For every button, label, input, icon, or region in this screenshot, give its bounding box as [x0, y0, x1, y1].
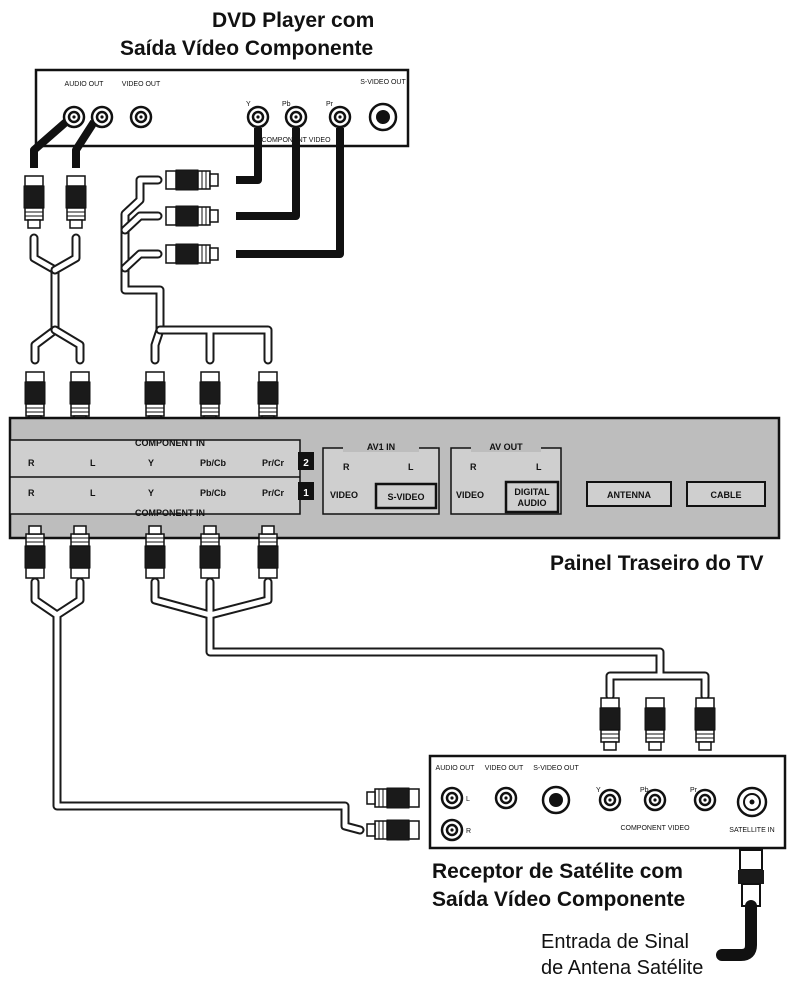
antenna-connector: [716, 849, 764, 961]
tv-input-2-badge: 2: [303, 458, 309, 469]
antenna-signal-line2: de Antena Satélite: [541, 957, 704, 979]
dvd-title-line2: Saída Vídeo Componente: [120, 37, 374, 60]
sat-video-out-label: VIDEO OUT: [485, 765, 524, 772]
tv-top-plugs: [24, 371, 279, 425]
tv-l2-label: L: [90, 458, 96, 468]
tv-r2-label: R: [28, 458, 35, 468]
sat-y-label: Y: [596, 787, 601, 794]
sat-video-out-jack: [494, 786, 518, 810]
sat-satellite-in-label: SATELLITE IN: [729, 827, 774, 834]
tv-svideo-label: S-VIDEO: [387, 492, 424, 502]
satellite-receiver: AUDIO OUT VIDEO OUT S-VIDEO OUT L R Y Pb…: [428, 754, 787, 850]
dvd-component-cables: [120, 128, 344, 365]
tv-prcr1-label: Pr/Cr: [262, 488, 285, 498]
satellite-cables: [30, 577, 716, 841]
tv-component-in-bottom-label: COMPONENT IN: [135, 508, 205, 518]
tv-input-1-badge: 1: [303, 488, 309, 499]
satellite-title-line2: Saída Vídeo Componente: [432, 888, 686, 911]
dvd-pb-label: Pb: [282, 101, 291, 108]
sat-y-jack: [598, 788, 622, 812]
dvd-pb-jack: [284, 105, 308, 129]
tv-r1-label: R: [28, 488, 35, 498]
tv-av-out-label: AV OUT: [489, 442, 523, 452]
tv-y2-label: Y: [148, 458, 154, 468]
tv-panel-caption: Painel Traseiro do TV: [550, 552, 764, 575]
dvd-pr-jack: [328, 105, 352, 129]
dvd-y-jack: [246, 105, 270, 129]
sat-pr-label: Pr: [690, 787, 698, 794]
tv-component-in-top-label: COMPONENT IN: [135, 438, 205, 448]
satellite-title-line1: Receptor de Satélite com: [432, 860, 683, 883]
dvd-svideo-out-label: S-VIDEO OUT: [360, 79, 406, 86]
sat-component-video-label: COMPONENT VIDEO: [620, 825, 690, 832]
sat-svideo-out-label: S-VIDEO OUT: [533, 765, 579, 772]
dvd-title-line1: DVD Player com: [212, 9, 375, 32]
sat-audio-l-jack: [440, 786, 464, 810]
sat-r-label: R: [466, 828, 471, 835]
sat-audio-r-jack: [440, 818, 464, 842]
antenna-signal-line1: Entrada de Sinal: [541, 931, 689, 953]
tv-av1-l-label: L: [408, 462, 414, 472]
sat-audio-out-label: AUDIO OUT: [436, 765, 476, 772]
sat-pb-label: Pb: [640, 787, 649, 794]
tv-avout-l-label: L: [536, 462, 542, 472]
tv-cable-label: CABLE: [711, 490, 742, 500]
dvd-audio-out-label: AUDIO OUT: [65, 81, 105, 88]
tv-y1-label: Y: [148, 488, 154, 498]
dvd-player: AUDIO OUT VIDEO OUT S-VIDEO OUT Y Pb Pr …: [34, 68, 410, 148]
tv-rear-panel: COMPONENT IN COMPONENT IN R L Y Pb/Cb Pr…: [8, 416, 781, 540]
dvd-pr-label: Pr: [326, 101, 334, 108]
tv-pbcb2-label: Pb/Cb: [200, 458, 227, 468]
tv-prcr2-label: Pr/Cr: [262, 458, 285, 468]
tv-av1-in-label: AV1 IN: [367, 442, 395, 452]
tv-l1-label: L: [90, 488, 96, 498]
dvd-y-label: Y: [246, 101, 251, 108]
tv-digital-audio-label-1: DIGITAL: [514, 487, 550, 497]
tv-pbcb1-label: Pb/Cb: [200, 488, 227, 498]
sat-pr-jack: [693, 788, 717, 812]
sat-l-label: L: [466, 796, 470, 803]
tv-digital-audio-label-2: AUDIO: [518, 498, 547, 508]
dvd-audio-cables: [23, 118, 98, 365]
tv-avout-video-label: VIDEO: [456, 490, 484, 500]
dvd-video-out-label: VIDEO OUT: [122, 81, 161, 88]
tv-avout-r-label: R: [470, 462, 477, 472]
tv-av1-r-label: R: [343, 462, 350, 472]
dvd-video-out-jack: [129, 105, 153, 129]
tv-antenna-label: ANTENNA: [607, 490, 651, 500]
tv-av1-video-label: VIDEO: [330, 490, 358, 500]
